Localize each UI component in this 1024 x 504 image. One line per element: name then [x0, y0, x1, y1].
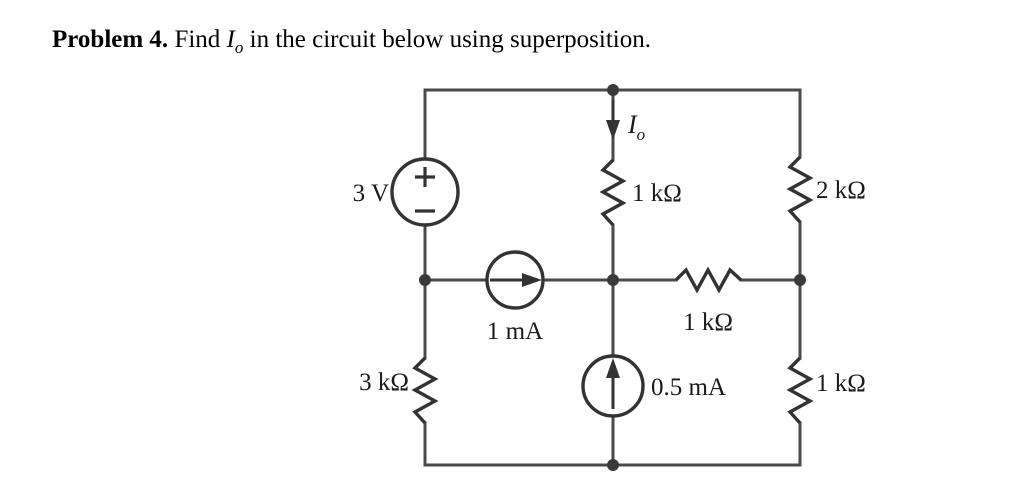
resistor-2k-top-right-label: 2 kΩ — [816, 177, 866, 204]
symbol-io: I — [226, 26, 235, 53]
current-source-1ma-label: 1 mA — [487, 318, 543, 345]
io-label-subscript: o — [637, 125, 646, 144]
resistor-1k-bottom-right-symbol — [786, 356, 814, 425]
symbol-io-subscript: o — [234, 38, 244, 57]
resistor-3k-bottom-left-symbol — [411, 356, 439, 425]
resistor-3k-bottom-left-label: 3 kΩ — [359, 369, 409, 396]
resistor-2k-top-right-symbol — [786, 155, 814, 224]
current-source-1ma: 1 mA — [485, 250, 545, 345]
node-top-center — [607, 84, 619, 96]
current-source-1ma-arrow-head — [522, 273, 542, 287]
node-bottom-center — [607, 459, 619, 471]
voltage-source-3v: 3 V — [353, 157, 460, 227]
node-middle-left — [419, 274, 431, 286]
resistor-2k-top-right: 2 kΩ — [786, 155, 866, 224]
io-arrow-head — [606, 120, 620, 140]
problem-statement: Problem 4. Find Io in the circuit below … — [52, 24, 651, 58]
resistor-1k-middle-label: 1 kΩ — [683, 309, 733, 336]
resistor-3k-bottom-left: 3 kΩ — [359, 356, 439, 425]
current-source-0p5ma-arrow-head — [606, 358, 620, 378]
resistor-1k-middle: 1 kΩ — [674, 266, 743, 336]
instruction-before: Find — [174, 26, 221, 53]
current-arrow-io: Io — [606, 100, 645, 144]
io-label-symbol: I — [627, 110, 638, 139]
io-label: Io — [627, 110, 645, 144]
problem-number: Problem 4. — [52, 26, 169, 53]
resistor-1k-middle-symbol — [674, 266, 743, 294]
node-middle-right — [794, 274, 806, 286]
resistor-1k-top-middle: 1 kΩ — [599, 158, 682, 227]
circuit-nodes — [419, 84, 806, 471]
resistor-1k-bottom-right-label: 1 kΩ — [816, 370, 866, 397]
resistor-1k-top-middle-label: 1 kΩ — [632, 180, 682, 207]
voltage-source-label: 3 V — [353, 180, 389, 207]
resistor-1k-bottom-right: 1 kΩ — [786, 356, 866, 425]
current-source-0p5ma: 0.5 mA — [581, 354, 726, 418]
resistor-1k-top-middle-symbol — [599, 158, 627, 227]
current-source-0p5ma-label: 0.5 mA — [651, 374, 726, 401]
instruction-after: in the circuit below using superposition… — [249, 26, 651, 53]
node-middle-center — [607, 274, 619, 286]
voltage-source-body — [390, 157, 460, 227]
